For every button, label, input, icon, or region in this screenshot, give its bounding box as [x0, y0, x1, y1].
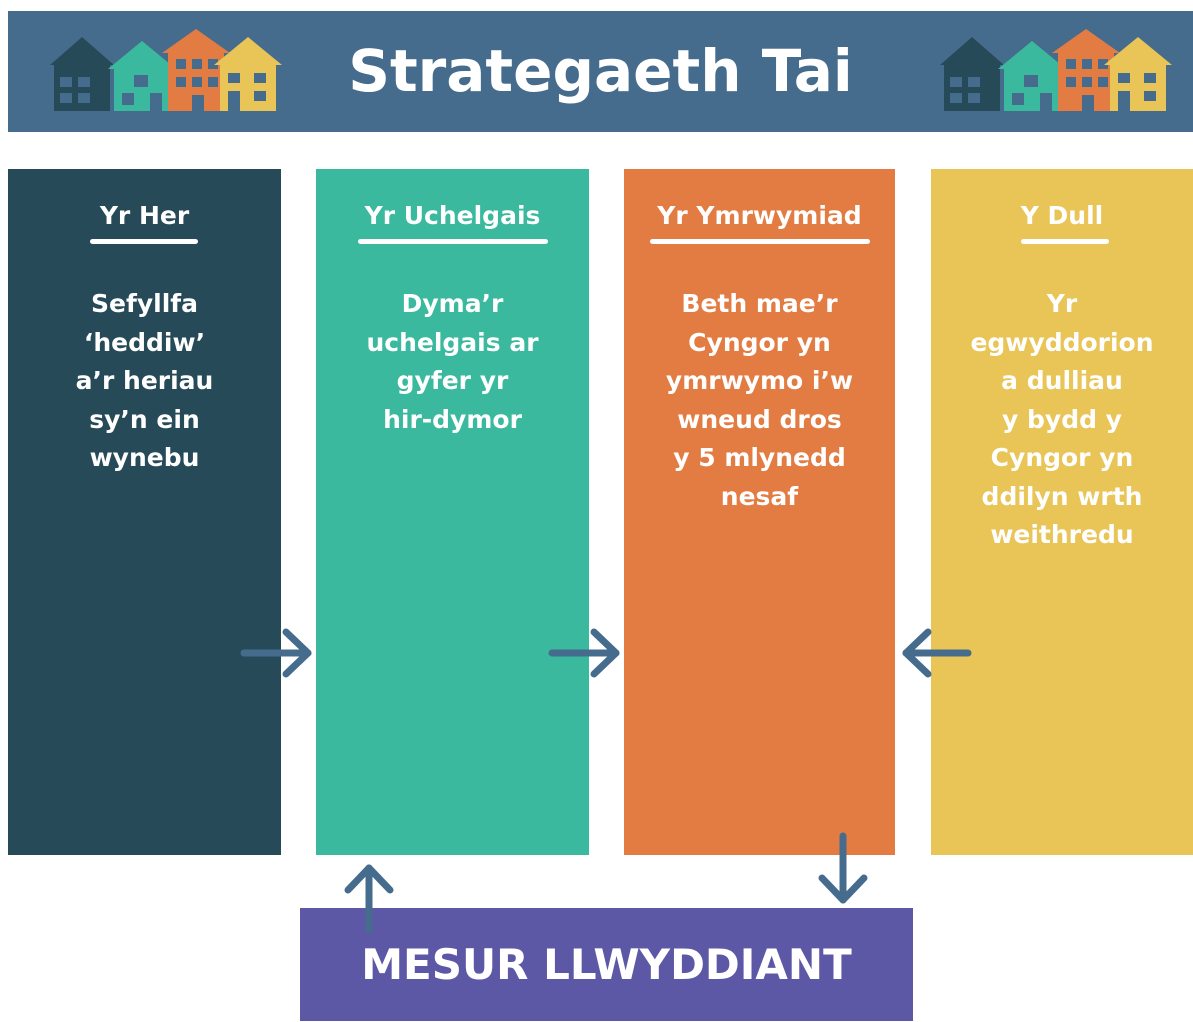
column-body: Sefyllfa ‘heddiw’ a’r heriau sy’n ein wy… [22, 285, 267, 478]
body-line: Yr [1046, 289, 1078, 318]
heading-underline [358, 239, 548, 244]
body-line: gyfer yr [396, 366, 509, 395]
column-heading: Yr Uchelgais [364, 201, 541, 230]
heading-underline [90, 239, 198, 244]
column-commitment: Yr Ymrwymiad Beth mae’r Cyngor yn ymrwym… [624, 169, 895, 855]
column-heading: Yr Ymrwymiad [657, 201, 862, 230]
column-approach: Y Dull Yr egwyddorion a dulliau y bydd y… [931, 169, 1193, 855]
body-line: hir-dymor [383, 404, 522, 434]
body-line: Cyngor yn [688, 327, 831, 357]
column-challenge: Yr Her Sefyllfa ‘heddiw’ a’r heriau sy’n… [8, 169, 281, 855]
page-title: Strategaeth Tai [348, 37, 853, 105]
body-line: nesaf [720, 481, 799, 511]
column-body: Dyma’r uchelgais ar gyfer yr hir-dymor [330, 285, 575, 439]
body-line: wynebu [89, 443, 200, 472]
column-heading: Y Dull [1020, 201, 1104, 230]
arrow-right-icon [240, 628, 312, 678]
body-line: a’r heriau [75, 366, 214, 395]
header-banner: Strategaeth Tai [8, 11, 1193, 132]
body-line: y 5 mlynedd [673, 443, 846, 472]
body-line: Dyma’r [401, 289, 504, 318]
body-line: weithredu [990, 520, 1134, 549]
body-line: Sefyllfa [90, 289, 199, 318]
column-body: Yr egwyddorion a dulliau y bydd y Cyngor… [945, 285, 1179, 555]
body-line: a dulliau [1001, 366, 1123, 395]
arrow-up-icon [344, 864, 394, 934]
body-line: Cyngor yn [990, 443, 1134, 472]
column-heading: Yr Her [99, 201, 190, 230]
body-line: ymrwymo i’w [665, 366, 854, 395]
houses-icon [50, 29, 282, 111]
column-body: Beth mae’r Cyngor yn ymrwymo i’w wneud d… [638, 285, 881, 516]
arrow-left-icon [902, 628, 972, 678]
arrow-right-icon [548, 628, 620, 678]
body-line: Beth mae’r [681, 289, 838, 318]
body-line: sy’n ein [89, 404, 200, 434]
body-line: egwyddorion [970, 327, 1154, 357]
body-line: ddilyn wrth [981, 481, 1143, 511]
body-line: ‘heddiw’ [83, 327, 206, 357]
heading-underline [650, 239, 870, 244]
houses-icon [940, 29, 1172, 111]
body-line: uchelgais ar [366, 327, 539, 357]
column-ambition: Yr Uchelgais Dyma’r uchelgais ar gyfer y… [316, 169, 589, 855]
heading-underline [1021, 239, 1109, 244]
body-line: wneud dros [677, 404, 842, 434]
arrow-down-icon [818, 832, 868, 904]
footer-box: MESUR LLWYDDIANT [300, 908, 913, 1021]
body-line: y bydd y [1002, 404, 1122, 434]
